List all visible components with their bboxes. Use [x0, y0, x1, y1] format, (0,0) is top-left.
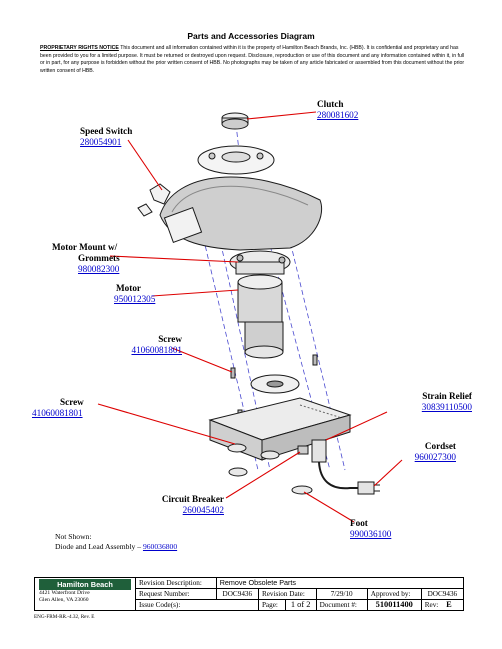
not-shown-note: Not Shown: Diode and Lead Assembly – 960… — [55, 532, 177, 552]
foot-label: Foot — [350, 518, 368, 528]
motor-mount-label-line2: Grommets — [78, 253, 120, 263]
request-number-label: Request Number: — [135, 588, 217, 600]
circuit-breaker-label: Circuit Breaker — [161, 494, 224, 504]
document-label: Document #: — [315, 599, 368, 611]
address-line2: Glen Allen, VA 23060 — [39, 597, 89, 603]
foot-part-link[interactable]: 990036100 — [350, 529, 392, 539]
callout-speed-switch: Speed Switch 280054901 — [80, 126, 132, 148]
revision-date-label: Revision Date: — [257, 588, 317, 600]
exploded-parts-diagram — [97, 111, 403, 523]
cordset-part-link[interactable]: 960027300 — [414, 452, 456, 462]
callout-foot: Foot 990036100 — [350, 518, 391, 540]
rev-cell: Rev: E — [420, 599, 465, 611]
clutch-label: Clutch — [317, 99, 344, 109]
gear-plate-part — [197, 145, 275, 175]
motor-part — [237, 274, 284, 359]
callout-strain-relief: Strain Relief 30839110500 — [376, 391, 472, 413]
speed-switch-part-link[interactable]: 280054901 — [80, 137, 122, 147]
callout-screw-upper: Screw 41060081801 — [112, 334, 182, 356]
company-logo: Hamilton Beach — [39, 579, 131, 590]
revision-description-label: Revision Description: — [135, 577, 217, 589]
callout-motor: Motor 950012305 — [114, 283, 155, 305]
clutch-part — [221, 112, 249, 130]
strain-relief-label: Strain Relief — [422, 391, 472, 401]
screw-upper-label: Screw — [158, 334, 182, 344]
callout-cordset: Cordset 960027300 — [400, 441, 456, 463]
speed-switch-label: Speed Switch — [80, 126, 133, 136]
motor-mount-label-line1: Motor Mount w/ — [52, 242, 118, 252]
feet-part — [227, 443, 313, 495]
page-label: Page: — [257, 599, 286, 611]
screw-lower-part-link[interactable]: 41060081801 — [32, 408, 83, 418]
screw-upper-part-link[interactable]: 41060081801 — [131, 345, 182, 355]
not-shown-item: Diode and Lead Assembly – — [55, 542, 143, 551]
page-value: 1 of 2 — [284, 599, 317, 611]
not-shown-heading: Not Shown: — [55, 532, 92, 541]
issue-codes-label: Issue Code(s): — [135, 599, 259, 611]
approved-by-value: DOC9436 — [420, 588, 465, 600]
proprietary-notice: PROPRIETARY RIGHTS NOTICE This document … — [40, 45, 470, 75]
motor-housing-part — [159, 176, 323, 251]
page-title: Parts and Accessories Diagram — [187, 31, 315, 41]
leader-lines — [97, 111, 403, 523]
cordset-label: Cordset — [424, 441, 456, 451]
motor-label: Motor — [116, 283, 141, 293]
form-number: ENG-FRM-RR.-4.32, Rev. E — [34, 614, 95, 620]
notice-text: This document and all information contai… — [40, 45, 465, 74]
callout-clutch: Clutch 280081602 — [317, 99, 358, 121]
rev-label: Rev: — [424, 601, 439, 609]
screw-lower-label: Screw — [60, 397, 84, 407]
revision-description-value: Remove Obsolete Parts — [215, 577, 465, 589]
document-number: 510011400 — [366, 599, 422, 611]
circuit-breaker-part — [297, 445, 309, 455]
approved-by-label: Approved by: — [366, 588, 422, 600]
not-shown-part-link[interactable]: 960036800 — [142, 542, 178, 551]
cordset-part — [311, 439, 380, 495]
callout-motor-mount: Motor Mount w/ Grommets 980082300 — [52, 242, 120, 275]
rev-value: E — [446, 600, 452, 609]
callout-circuit-breaker: Circuit Breaker 260045402 — [128, 494, 224, 516]
callout-screw-lower: Screw 41060081801 — [32, 397, 84, 419]
revision-date-value: 7/29/10 — [315, 588, 368, 600]
motor-mount-part — [229, 250, 291, 275]
motor-part-link[interactable]: 950012305 — [114, 294, 156, 304]
address-line1: 4421 Waterfront Drive — [39, 590, 90, 596]
title-block: Hamilton Beach 4421 Waterfront Drive Gle… — [34, 577, 465, 611]
strain-relief-part-link[interactable]: 30839110500 — [421, 402, 472, 412]
request-number-value: DOC9436 — [215, 588, 259, 600]
circuit-breaker-part-link[interactable]: 260045402 — [182, 505, 224, 515]
notice-label: PROPRIETARY RIGHTS NOTICE — [40, 45, 119, 51]
company-cell: Hamilton Beach 4421 Waterfront Drive Gle… — [34, 577, 136, 611]
fan-part — [250, 374, 300, 394]
motor-mount-part-link[interactable]: 980082300 — [78, 264, 120, 274]
clutch-part-link[interactable]: 280081602 — [317, 110, 359, 120]
